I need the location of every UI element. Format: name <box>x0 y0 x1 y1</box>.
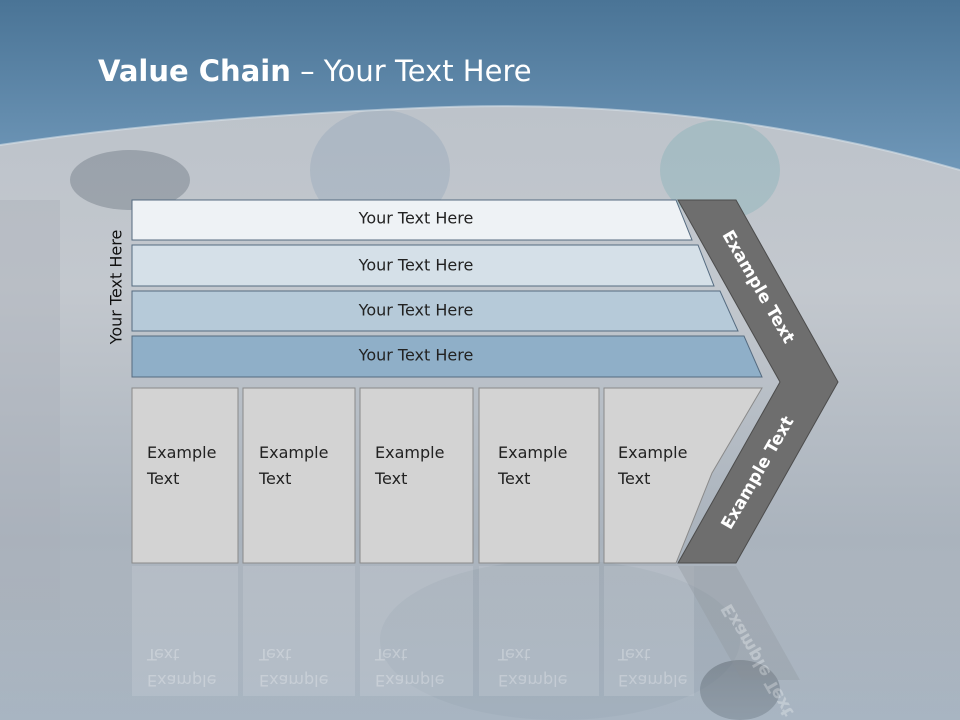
reflection-cell-1-line2: Text <box>146 645 179 664</box>
reflection-cell-4-line1: Example <box>498 671 567 690</box>
cell-1-line1: Example <box>147 443 216 462</box>
reflection-cell-1-line1: Example <box>147 671 216 690</box>
cell-5: Example Text <box>603 387 763 564</box>
cell-3-line2: Text <box>374 469 407 488</box>
bar-4: Your Text Here <box>131 335 763 378</box>
chevron-shape <box>677 199 839 564</box>
cell-4-line1: Example <box>498 443 567 462</box>
cell-2-line2: Text <box>258 469 291 488</box>
page-title: Value Chain – Your Text Here <box>98 54 532 88</box>
cell-1-box <box>131 387 239 564</box>
reflection-cell-3-line1: Example <box>375 671 444 690</box>
bar-1-shape <box>131 199 693 241</box>
cell-4-line2: Text <box>497 469 530 488</box>
cell-4: Example Text <box>478 387 600 564</box>
bar-3: Your Text Here <box>131 290 739 332</box>
reflection-cell-3-line2: Text <box>374 645 407 664</box>
bar-2: Your Text Here <box>131 244 715 287</box>
reflection-cell-5-line2: Text <box>617 645 650 664</box>
reflection-cell-2-line1: Example <box>259 671 328 690</box>
title-rest: – Your Text Here <box>290 54 532 88</box>
cell-5-line2: Text <box>617 469 650 488</box>
bar-1-label: Your Text Here <box>358 209 474 228</box>
bar-1: Your Text Here <box>131 199 693 241</box>
title-bold: Value Chain <box>98 54 291 88</box>
cell-3: Example Text <box>359 387 474 564</box>
cell-1-line2: Text <box>146 469 179 488</box>
bar-3-shape <box>131 290 739 332</box>
bar-2-shape <box>131 244 715 287</box>
cell-2-box <box>242 387 356 564</box>
cell-1: Example Text <box>131 387 239 564</box>
bar-4-label: Your Text Here <box>358 346 474 365</box>
cell-4-box <box>478 387 600 564</box>
bar-3-label: Your Text Here <box>358 301 474 320</box>
cell-5-line1: Example <box>618 443 687 462</box>
reflection-cell-4-line2: Text <box>497 645 530 664</box>
cell-3-box <box>359 387 474 564</box>
reflection: Example Text Example Text Example Text E… <box>132 566 800 720</box>
cell-2-line1: Example <box>259 443 328 462</box>
reflection-cell-2-line2: Text <box>258 645 291 664</box>
reflection-cell-5-line1: Example <box>618 671 687 690</box>
cell-3-line1: Example <box>375 443 444 462</box>
bar-2-label: Your Text Here <box>358 256 474 275</box>
cell-2: Example Text <box>242 387 356 564</box>
cell-5-box <box>603 387 763 564</box>
bar-4-shape <box>131 335 763 378</box>
